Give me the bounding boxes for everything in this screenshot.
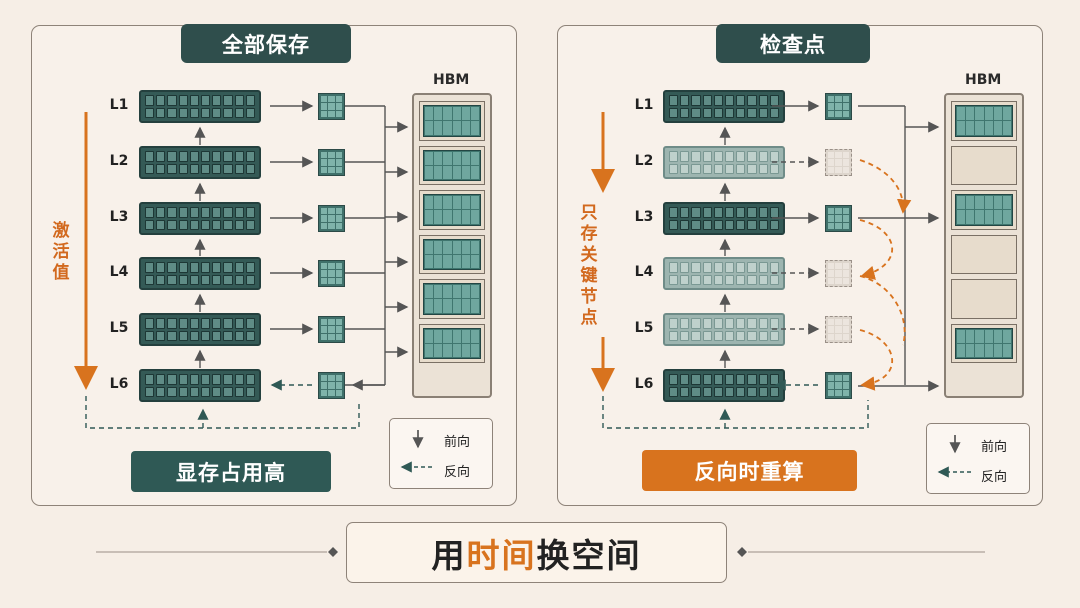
legend-backward-label: 反向	[444, 465, 471, 480]
hbm-slot	[419, 190, 485, 230]
hbm-slot	[951, 145, 1017, 185]
activation-box	[318, 372, 345, 399]
layer-label: L6	[634, 376, 654, 392]
banner-diamond-left	[328, 547, 338, 557]
layer-label: L2	[634, 153, 654, 169]
activation-label: 激活值	[52, 221, 70, 283]
layer-block	[139, 369, 261, 402]
layer-label: L5	[634, 320, 654, 336]
layer-label: L6	[109, 376, 129, 392]
legend-forward-label: 前向	[981, 440, 1008, 455]
activation-box	[825, 205, 852, 232]
banner-text-2: 换空间	[536, 535, 642, 575]
layer-block	[663, 90, 785, 123]
panel-title: 全部保存	[181, 24, 351, 63]
layer-block	[139, 90, 261, 123]
hbm-label: HBM	[965, 72, 1002, 88]
layer-block	[139, 313, 261, 346]
hbm-slot	[419, 279, 485, 319]
hbm-memory-stack	[412, 93, 492, 398]
layer-block	[663, 257, 785, 290]
discarded-activation-box	[825, 316, 852, 343]
layer-label: L5	[109, 320, 129, 336]
hbm-slot	[951, 190, 1017, 230]
activation-box	[318, 260, 345, 287]
hbm-label: HBM	[433, 72, 470, 88]
activation-box	[318, 316, 345, 343]
discarded-activation-box	[825, 260, 852, 287]
hbm-slot	[951, 234, 1017, 274]
hbm-slot	[951, 101, 1017, 141]
layer-label: L3	[634, 209, 654, 225]
layer-label: L3	[109, 209, 129, 225]
hbm-slot	[951, 323, 1017, 363]
hbm-slot	[951, 279, 1017, 319]
layer-label: L1	[109, 97, 129, 113]
activation-box	[825, 93, 852, 120]
recompute-badge: 反向时重算	[642, 450, 857, 491]
high-memory-badge: 显存占用高	[131, 451, 331, 492]
activation-box	[318, 205, 345, 232]
banner-highlight: 时间	[466, 535, 537, 575]
banner-diamond-right	[737, 547, 747, 557]
key-nodes-text: 只存关键节点	[580, 203, 598, 328]
hbm-slot	[419, 101, 485, 141]
layer-label: L1	[634, 97, 654, 113]
layer-block	[663, 313, 785, 346]
legend-box: 前向 反向	[389, 418, 493, 489]
layer-label: L4	[634, 264, 654, 280]
discarded-activation-box	[825, 149, 852, 176]
legend-forward-label: 前向	[444, 435, 471, 450]
hbm-slot	[419, 145, 485, 185]
layer-block	[139, 257, 261, 290]
panel-title: 检查点	[716, 24, 870, 63]
layer-block	[139, 146, 261, 179]
layer-block	[663, 202, 785, 235]
legend-box: 前向 反向	[926, 423, 1030, 494]
banner-text-1: 用	[431, 535, 467, 575]
bottom-banner: 用时间换空间	[346, 522, 727, 583]
layer-block	[663, 369, 785, 402]
layer-block	[139, 202, 261, 235]
layer-label: L4	[109, 264, 129, 280]
key-nodes-label: 只存关键节点	[578, 203, 600, 329]
hbm-slot	[419, 323, 485, 363]
layer-label: L2	[109, 153, 129, 169]
hbm-memory-stack	[944, 93, 1024, 398]
activation-box	[825, 372, 852, 399]
hbm-slot	[419, 234, 485, 274]
layer-block	[663, 146, 785, 179]
activation-box	[318, 93, 345, 120]
legend-backward-label: 反向	[981, 470, 1008, 485]
activation-box	[318, 149, 345, 176]
